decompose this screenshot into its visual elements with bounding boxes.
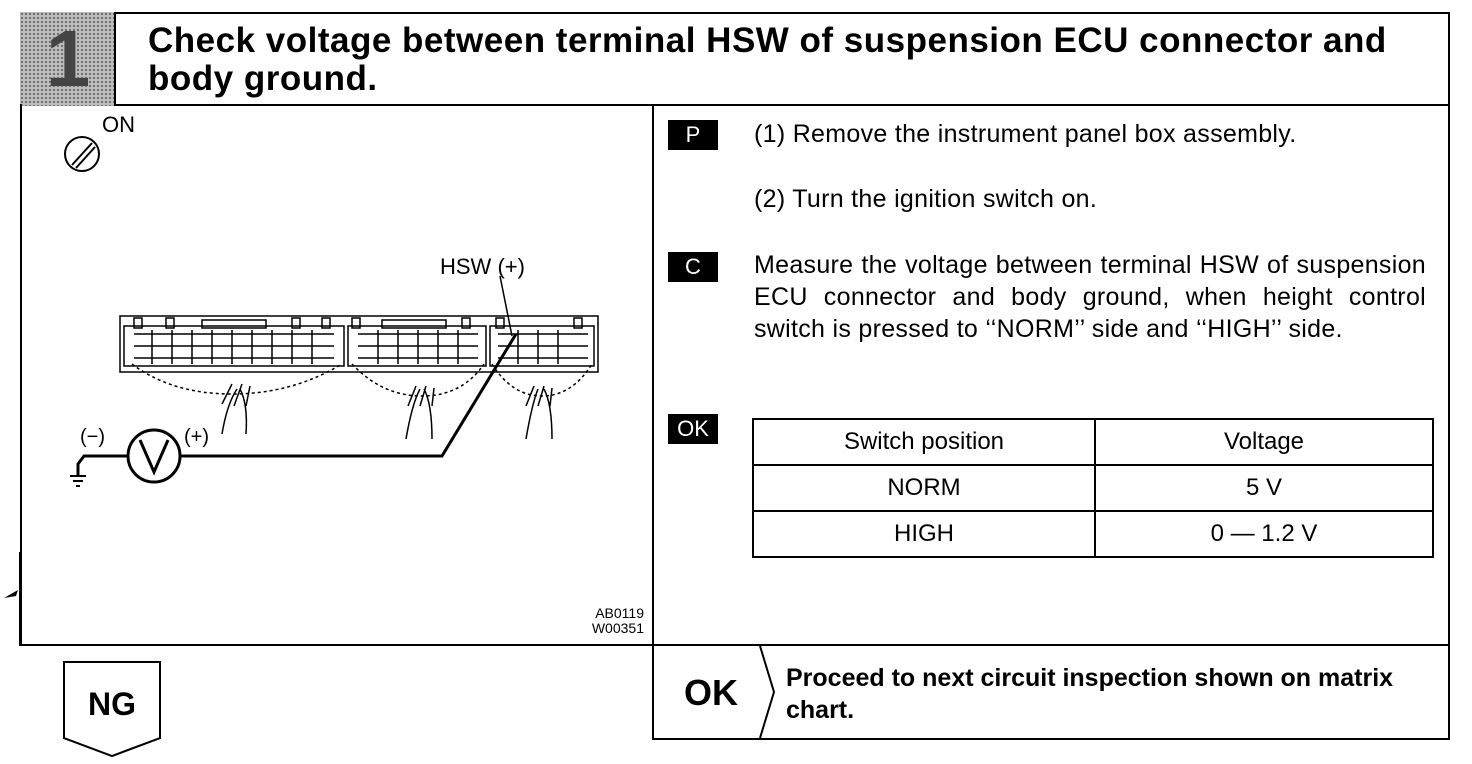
probe-wire	[180, 333, 518, 458]
ok-tag: OK	[668, 414, 718, 444]
prep-tag: P	[668, 120, 718, 150]
table-row: HIGH 0 — 1.2 V	[752, 510, 1434, 558]
table-row: NORM 5 V	[752, 464, 1434, 512]
step-number-badge: 1	[20, 12, 116, 106]
ok-result-box	[652, 644, 1450, 740]
cell-position: NORM	[752, 464, 1096, 512]
terminal-hsw-label: HSW (+)	[440, 254, 525, 279]
figure-code-1: AB0119	[595, 605, 644, 621]
check-tag: C	[668, 252, 718, 282]
cell-voltage: 0 — 1.2 V	[1094, 510, 1434, 558]
meter-negative-label: (−)	[80, 426, 105, 448]
cell-voltage: 5 V	[1094, 464, 1434, 512]
meter-positive-label: (+)	[184, 426, 209, 448]
voltmeter-icon	[126, 428, 182, 484]
header-voltage: Voltage	[1094, 418, 1434, 466]
ok-result-label: OK	[684, 672, 738, 713]
prep-step-1: (1) Remove the instrument panel box asse…	[754, 120, 1297, 148]
terminal-pointer	[499, 275, 513, 337]
figure-code-2: W00351	[591, 620, 644, 636]
ok-chevron-icon	[759, 646, 776, 738]
check-instruction: Measure the voltage between terminal HSW…	[754, 251, 1426, 343]
voltage-spec-table: Switch position Voltage NORM 5 V HIGH 0 …	[752, 418, 1434, 558]
ground-icon	[70, 475, 86, 487]
ecu-connector	[119, 315, 599, 440]
header-switch-position: Switch position	[752, 418, 1096, 466]
prep-step-2: (2) Turn the ignition switch on.	[754, 185, 1098, 213]
ignition-switch-icon	[64, 136, 100, 172]
ok-result-text: Proceed to next circuit inspection shown…	[786, 664, 1394, 724]
ng-result-label: NG	[88, 686, 136, 722]
table-header-row: Switch position Voltage	[752, 418, 1434, 466]
step-title: Check voltage between terminal HSW of su…	[148, 21, 1387, 98]
ignition-on-label: ON	[102, 112, 135, 137]
margin-mark	[4, 552, 21, 646]
ground-wire	[76, 454, 128, 476]
cell-position: HIGH	[752, 510, 1096, 558]
figure-code: AB0119 W00351	[592, 606, 644, 636]
ng-result-box	[63, 661, 161, 758]
connector-diagram	[64, 136, 599, 487]
step-number: 1	[45, 14, 91, 103]
illustration-panel: ON HSW (+) (−) (+) AB0119 W00351	[20, 104, 654, 646]
